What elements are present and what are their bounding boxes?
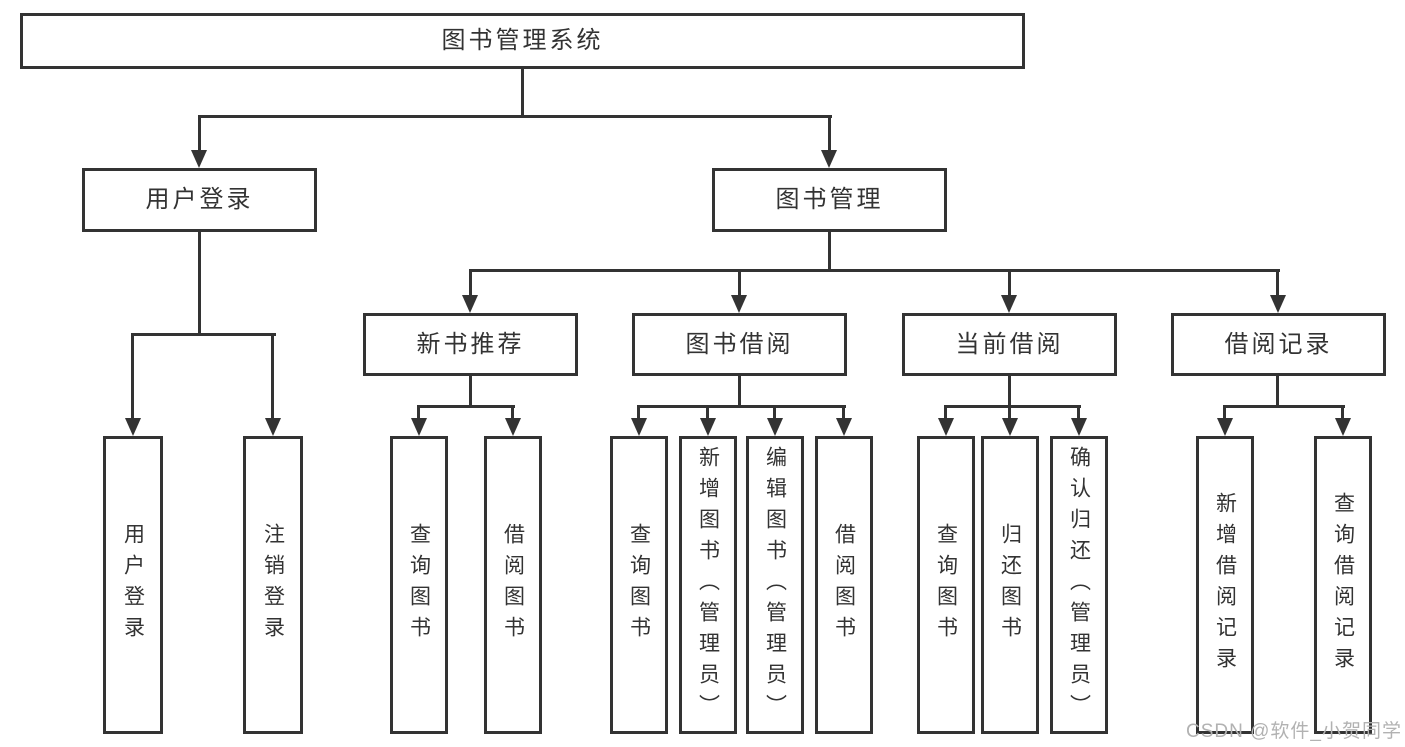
arrow-down-icon [731,295,747,313]
connector-line [1008,405,1011,418]
arrow-down-icon [938,418,954,436]
leaf-add-books-admin: 新增图书（管理员） [679,436,737,734]
connector-line [706,405,709,418]
arrow-down-icon [505,418,521,436]
connector-line [1341,405,1344,418]
arrow-down-icon [1001,295,1017,313]
arrow-down-icon [821,150,837,168]
arrow-down-icon [265,418,281,436]
leaf-user-login: 用户登录 [103,436,163,734]
arrow-down-icon [1270,295,1286,313]
arrow-down-icon [1071,418,1087,436]
leaf-confirm-return-admin-label: 确认归还（管理员） [1067,445,1091,725]
arrow-down-icon [1217,418,1233,436]
arrow-down-icon [462,295,478,313]
leaf-user-login-label: 用户登录 [121,523,145,647]
connector-line [945,405,1081,408]
node-borrow-records: 借阅记录 [1171,313,1386,376]
connector-line [469,269,472,295]
connector-line [1276,376,1279,408]
connector-line [271,333,274,418]
leaf-query-books-1: 查询图书 [390,436,448,734]
leaf-edit-books-admin: 编辑图书（管理员） [746,436,804,734]
arrow-down-icon [631,418,647,436]
arrow-down-icon [125,418,141,436]
leaf-query-books-1-label: 查询图书 [407,523,431,647]
leaf-query-books-2: 查询图书 [610,436,668,734]
connector-line [773,405,776,418]
leaf-edit-books-admin-label: 编辑图书（管理员） [763,445,787,725]
node-book-borrow: 图书借阅 [632,313,847,376]
node-new-book-recommend-label: 新书推荐 [416,330,525,358]
arrow-down-icon [700,418,716,436]
connector-line [1276,269,1279,295]
connector-line [198,232,201,336]
connector-line [637,405,640,418]
connector-line [738,269,741,295]
connector-line [1008,376,1011,408]
connector-line [417,405,420,418]
connector-line [469,269,1280,272]
connector-line [521,69,524,117]
connector-line [131,333,134,418]
connector-line [738,376,741,408]
leaf-add-books-admin-label: 新增图书（管理员） [696,445,720,725]
leaf-logout-label: 注销登录 [261,523,285,647]
leaf-query-books-3: 查询图书 [917,436,975,734]
leaf-return-books: 归还图书 [981,436,1039,734]
leaf-query-borrow-record: 查询借阅记录 [1314,436,1372,734]
connector-line [638,405,846,408]
leaf-borrow-books-2-label: 借阅图书 [832,523,856,647]
leaf-query-borrow-record-label: 查询借阅记录 [1331,492,1355,678]
node-root-label: 图书管理系统 [441,27,604,54]
connector-line [842,405,845,418]
node-book-borrow-label: 图书借阅 [685,330,794,358]
node-current-borrow-label: 当前借阅 [955,330,1064,358]
connector-line [418,405,515,408]
leaf-logout: 注销登录 [243,436,303,734]
connector-line [132,333,276,336]
arrow-down-icon [1335,418,1351,436]
connector-line [828,115,831,150]
node-user-login-label: 用户登录 [145,186,254,213]
node-new-book-recommend: 新书推荐 [363,313,578,376]
watermark: CSDN @软件_小贺同学 [1186,721,1402,742]
leaf-borrow-books-1-label: 借阅图书 [501,523,525,647]
connector-line [1223,405,1226,418]
leaf-query-books-3-label: 查询图书 [934,523,958,647]
node-borrow-records-label: 借阅记录 [1224,330,1333,358]
node-book-management-label: 图书管理 [775,186,884,213]
leaf-query-books-2-label: 查询图书 [627,523,651,647]
leaf-borrow-books-2: 借阅图书 [815,436,873,734]
connector-line [1077,405,1080,418]
node-user-login: 用户登录 [82,168,317,232]
leaf-return-books-label: 归还图书 [998,523,1022,647]
leaf-confirm-return-admin: 确认归还（管理员） [1050,436,1108,734]
node-root: 图书管理系统 [20,13,1025,69]
connector-line [1224,405,1345,408]
leaf-add-borrow-record: 新增借阅记录 [1196,436,1254,734]
connector-line [511,405,514,418]
connector-line [944,405,947,418]
connector-line [469,376,472,408]
arrow-down-icon [836,418,852,436]
connector-line [1008,269,1011,295]
node-current-borrow: 当前借阅 [902,313,1117,376]
node-book-management: 图书管理 [712,168,947,232]
connector-line [198,115,832,118]
leaf-borrow-books-1: 借阅图书 [484,436,542,734]
arrow-down-icon [411,418,427,436]
leaf-add-borrow-record-label: 新增借阅记录 [1213,492,1237,678]
connector-line [198,115,201,150]
connector-line [828,232,831,272]
arrow-down-icon [1002,418,1018,436]
arrow-down-icon [767,418,783,436]
arrow-down-icon [191,150,207,168]
